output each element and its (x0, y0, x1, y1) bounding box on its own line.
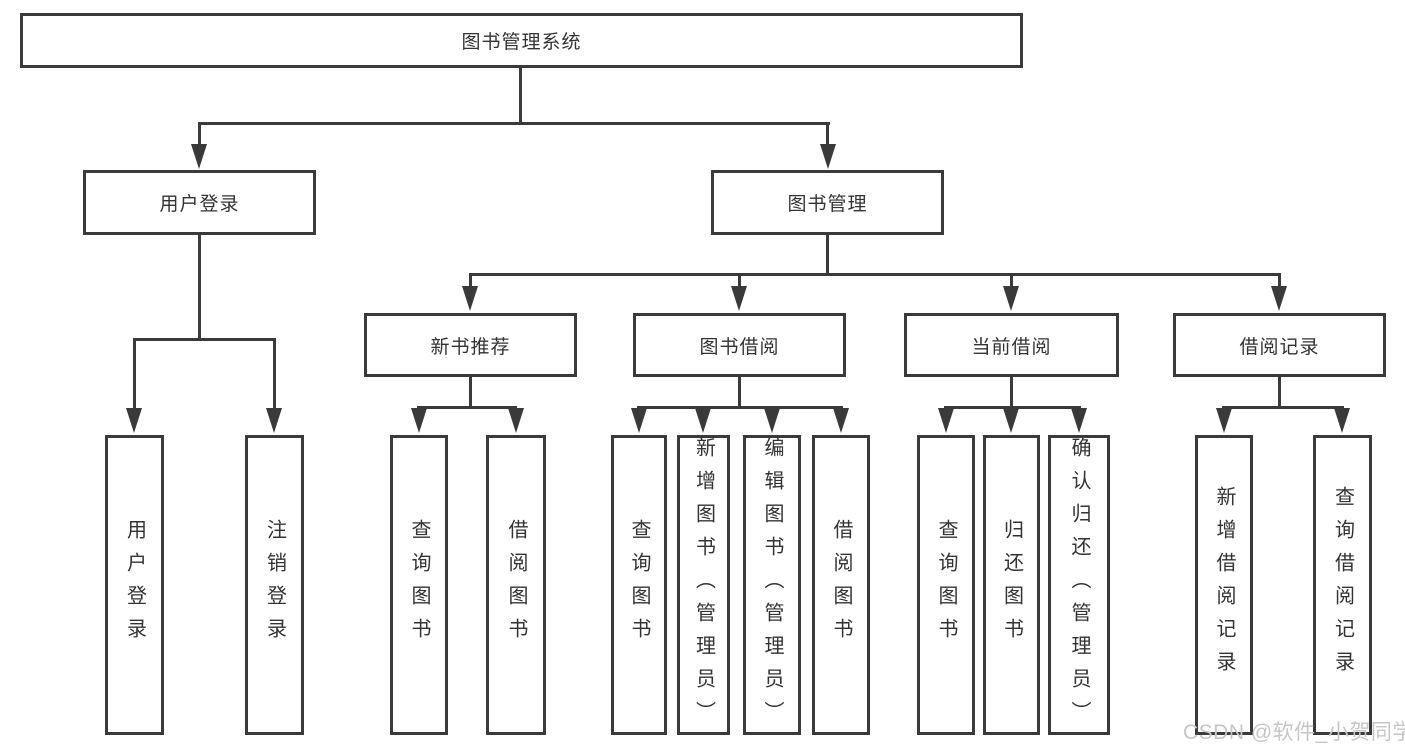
node-user-login: 用户登录 (83, 170, 316, 235)
arrow-down-icon (191, 144, 207, 169)
arrow-down-icon (462, 286, 478, 311)
connector-line (133, 338, 276, 341)
connector-line (417, 406, 517, 409)
connector-line (133, 338, 136, 408)
leaf-borrow-books-label: 借阅图书 (830, 519, 852, 651)
arrow-down-icon (1216, 408, 1232, 433)
leaf-query-books-borrowing: 查询图书 (611, 435, 667, 735)
leaf-query-books-recommend-label: 查询图书 (408, 519, 430, 651)
arrow-down-icon (508, 408, 524, 433)
node-current-borrowing: 当前借阅 (904, 313, 1119, 377)
node-new-book-recommend: 新书推荐 (364, 313, 577, 377)
node-new-book-recommend-label: 新书推荐 (430, 336, 511, 358)
leaf-logout-login-label: 注销登录 (263, 519, 286, 651)
leaf-borrow-books-recommend-label: 借阅图书 (505, 519, 527, 651)
leaf-confirm-return-admin: 确认归还（管理员） (1048, 435, 1110, 735)
leaf-query-borrow-record-label: 查询借阅记录 (1331, 486, 1354, 684)
arrow-down-icon (820, 144, 836, 169)
node-current-borrowing-label: 当前借阅 (971, 336, 1052, 358)
arrow-down-icon (731, 286, 747, 311)
connector-line (1222, 406, 1344, 409)
leaf-logout-login: 注销登录 (245, 435, 304, 735)
leaf-return-books-label: 归还图书 (1000, 519, 1023, 651)
node-borrowing-records: 借阅记录 (1173, 313, 1386, 377)
connector-line (1010, 377, 1013, 406)
leaf-confirm-return-admin-label: 确认归还（管理员） (1068, 436, 1090, 734)
leaf-add-borrow-record: 新增借阅记录 (1195, 435, 1253, 735)
arrow-down-icon (1071, 408, 1087, 433)
leaf-borrow-books-recommend: 借阅图书 (486, 435, 546, 735)
connector-line (826, 122, 829, 145)
connector-line (738, 377, 741, 406)
connector-line (198, 122, 830, 125)
connector-line (944, 406, 1081, 409)
arrow-down-icon (411, 408, 427, 433)
node-book-borrowing: 图书借阅 (633, 313, 846, 377)
leaf-query-books-borrowing-label: 查询图书 (628, 519, 650, 651)
leaf-add-borrow-record-label: 新增借阅记录 (1213, 486, 1235, 684)
leaf-query-borrow-record: 查询借阅记录 (1313, 435, 1372, 735)
arrow-down-icon (126, 408, 142, 433)
arrow-down-icon (938, 408, 954, 433)
connector-line (738, 273, 741, 287)
leaf-user-login: 用户登录 (105, 435, 164, 735)
connector-line (469, 273, 472, 287)
node-borrowing-records-label: 借阅记录 (1239, 336, 1320, 358)
connector-line (1278, 377, 1281, 406)
arrow-down-icon (1334, 408, 1350, 433)
node-book-borrowing-label: 图书借阅 (699, 336, 780, 358)
node-book-management-label: 图书管理 (787, 194, 868, 215)
leaf-query-books-current: 查询图书 (917, 435, 975, 735)
connector-line (519, 68, 522, 122)
arrow-down-icon (1003, 408, 1019, 433)
leaf-query-books-current-label: 查询图书 (935, 519, 957, 651)
arrow-down-icon (631, 408, 647, 433)
leaf-query-books-recommend: 查询图书 (390, 435, 448, 735)
connector-line (1278, 273, 1281, 287)
node-root: 图书管理系统 (20, 13, 1023, 68)
connector-line (637, 406, 843, 409)
connector-line (469, 273, 1281, 276)
node-user-login-label: 用户登录 (159, 194, 240, 215)
arrow-down-icon (1271, 286, 1287, 311)
connector-line (1010, 273, 1013, 287)
watermark: CSDN @软件_小贺同学 (1183, 721, 1405, 744)
arrow-down-icon (695, 408, 711, 433)
arrow-down-icon (1003, 286, 1019, 311)
node-book-management: 图书管理 (711, 170, 944, 235)
arrow-down-icon (764, 408, 780, 433)
leaf-add-book-admin: 新增图书（管理员） (677, 435, 730, 735)
leaf-user-login-label: 用户登录 (123, 519, 146, 651)
arrow-down-icon (833, 408, 849, 433)
arrow-down-icon (266, 408, 282, 433)
connector-line (469, 377, 472, 406)
connector-line (198, 122, 201, 145)
leaf-add-book-admin-label: 新增图书（管理员） (692, 436, 715, 734)
connector-line (198, 235, 201, 338)
leaf-return-books: 归还图书 (983, 435, 1040, 735)
leaf-borrow-books: 借阅图书 (812, 435, 870, 735)
node-root-label: 图书管理系统 (461, 32, 582, 53)
connector-line (273, 338, 276, 408)
connector-line (826, 235, 829, 273)
leaf-edit-book-admin: 编辑图书（管理员） (743, 435, 801, 735)
leaf-edit-book-admin-label: 编辑图书（管理员） (761, 436, 783, 734)
